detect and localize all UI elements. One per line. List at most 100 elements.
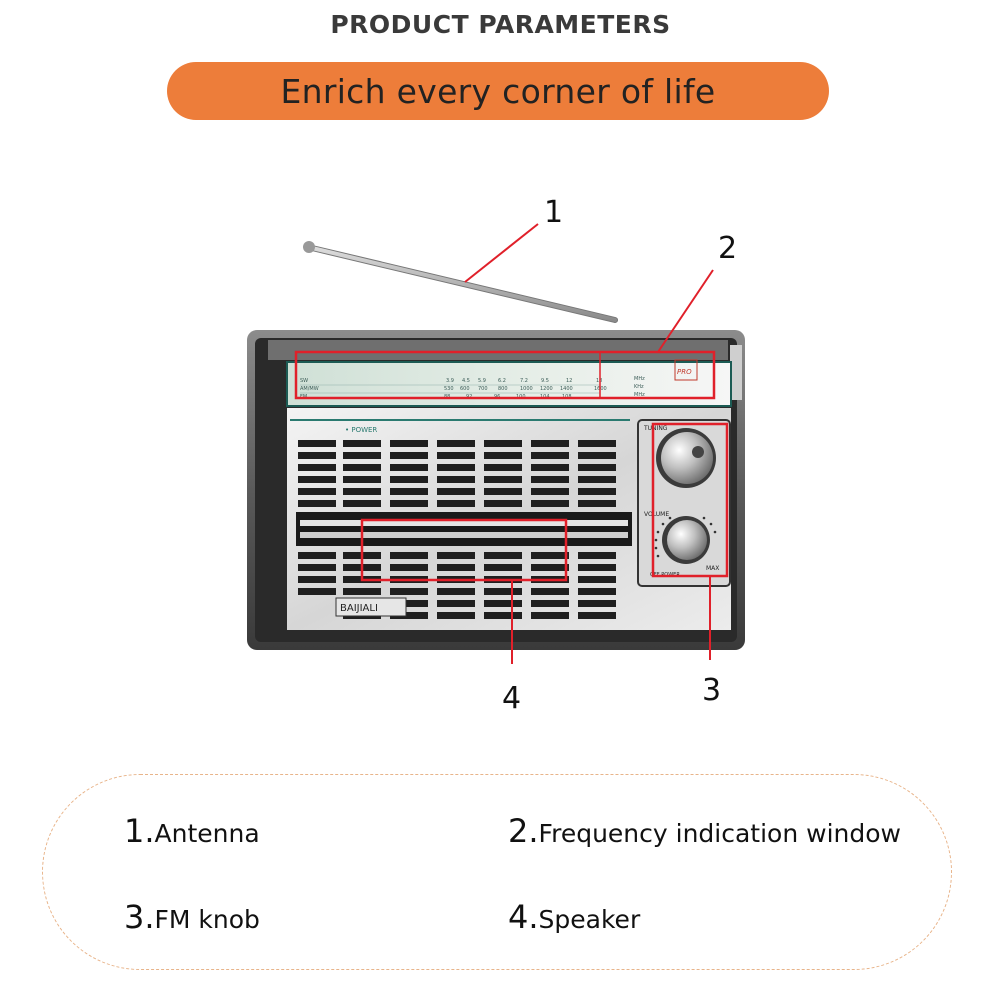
svg-text:18: 18: [596, 378, 602, 384]
grille-slot: [343, 500, 381, 507]
dial-band-am: AM/MW: [300, 386, 319, 392]
grille-slot: [298, 552, 336, 559]
legend-item-fm-knob: 3. FM knob: [124, 898, 260, 936]
grille-slot: [484, 488, 522, 495]
grille-slot: [578, 588, 616, 595]
speaker-grille: [296, 440, 632, 619]
grille-slot: [437, 588, 475, 595]
grille-slot: [578, 600, 616, 607]
legend-text: FM knob: [154, 905, 260, 934]
grille-slot: [298, 452, 336, 459]
grille-slot: [437, 500, 475, 507]
grille-slot: [484, 612, 522, 619]
grille-slot: [390, 612, 428, 619]
dial-unit-mhz-fm: MHz: [634, 392, 645, 398]
grille-slot: [390, 440, 428, 447]
grille-slot: [343, 476, 381, 483]
grille-slot: [437, 464, 475, 471]
grille-slot: [484, 452, 522, 459]
grille-slot: [578, 452, 616, 459]
grille-slot: [484, 464, 522, 471]
grille-slot: [437, 600, 475, 607]
grille-slot: [300, 532, 628, 538]
grille-slot: [484, 476, 522, 483]
knob-highlight: [651, 422, 729, 578]
svg-text:BAIJIALI: BAIJIALI: [340, 603, 378, 614]
callout-highlights: [294, 350, 729, 582]
grille-slot: [298, 440, 336, 447]
legend-number: 1.: [124, 812, 155, 850]
page-header-title: PRODUCT PARAMETERS: [330, 10, 671, 39]
callout-leader-lines: [464, 223, 714, 664]
grille-slot: [437, 564, 475, 571]
grille-slot: [484, 588, 522, 595]
tagline-banner: Enrich every corner of life: [167, 62, 829, 120]
grille-slot: [531, 440, 569, 447]
grille-slot: [531, 464, 569, 471]
grille-slot: [437, 476, 475, 483]
grille-slot: [298, 500, 336, 507]
grille-slot: [390, 600, 428, 607]
grille-slot: [578, 500, 616, 507]
volume-knob[interactable]: [662, 516, 710, 564]
grille-slot: [578, 612, 616, 619]
dial-unit-mhz: MHz: [634, 376, 645, 382]
tuning-label: TUNING: [643, 425, 668, 432]
legend-text: Frequency indication window: [538, 819, 901, 848]
grille-slot: [578, 464, 616, 471]
grille-slot: [390, 564, 428, 571]
grille-slot: [484, 500, 522, 507]
svg-text:7.2: 7.2: [520, 378, 528, 384]
grille-slot: [390, 452, 428, 459]
grille-slot: [484, 600, 522, 607]
grille-slot: [578, 488, 616, 495]
grille-slot: [437, 452, 475, 459]
callout-number-3: 3: [702, 673, 721, 708]
grille-slot: [578, 440, 616, 447]
grille-slot: [298, 588, 336, 595]
speaker-highlight: [360, 518, 568, 582]
svg-text:1200: 1200: [540, 386, 553, 392]
grille-slot: [578, 564, 616, 571]
frequency-window-highlight: [294, 350, 716, 400]
grille-slot: [531, 552, 569, 559]
svg-text:600: 600: [460, 386, 470, 392]
grille-slot: [531, 600, 569, 607]
dial-unit-khz: KHz: [634, 384, 644, 390]
grille-slot: [531, 452, 569, 459]
svg-text:5.9: 5.9: [478, 378, 486, 384]
callout-number-2: 2: [718, 231, 737, 266]
grille-slot: [343, 588, 381, 595]
grille-slot: [300, 520, 628, 526]
grille-slot: [298, 464, 336, 471]
grille-slot: [298, 476, 336, 483]
legend-item-speaker: 4. Speaker: [508, 898, 640, 936]
grille-slot: [578, 552, 616, 559]
grille-slot: [531, 564, 569, 571]
grille-slot: [437, 552, 475, 559]
grille-slot: [531, 488, 569, 495]
svg-text:9.5: 9.5: [541, 378, 549, 384]
callout-number-1: 1: [544, 195, 563, 230]
svg-text:12: 12: [566, 378, 572, 384]
legend-number: 4.: [508, 898, 539, 936]
grille-slot: [437, 488, 475, 495]
grille-slot: [343, 488, 381, 495]
grille-slot: [484, 552, 522, 559]
grille-slot: [531, 612, 569, 619]
grille-slot: [296, 512, 632, 546]
grille-slot: [390, 552, 428, 559]
volume-label: VOLUME: [644, 511, 669, 518]
grille-slot: [390, 588, 428, 595]
svg-text:6.2: 6.2: [498, 378, 506, 384]
brand-plate: BAIJIALI: [335, 597, 407, 617]
svg-text:4.5: 4.5: [462, 378, 470, 384]
radio-figure: SW AM/MW FM 3.9 4.5 5.9 6.2 7.2 9.5 12 1…: [247, 195, 745, 716]
tuning-knob[interactable]: [656, 428, 716, 488]
grille-slot: [298, 576, 336, 583]
grille-slot: [484, 440, 522, 447]
dial-band-sw: SW: [300, 378, 308, 384]
grille-slot: [531, 476, 569, 483]
grille-slot: [390, 488, 428, 495]
svg-text:1400: 1400: [560, 386, 573, 392]
